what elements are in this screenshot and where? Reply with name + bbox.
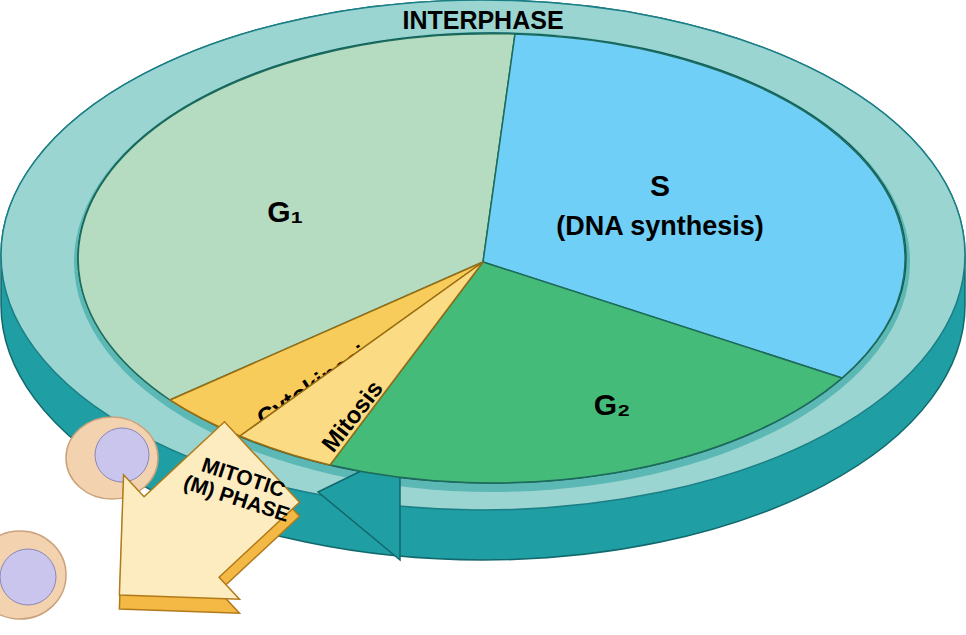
g2-sector: G₂ (330, 260, 845, 470)
g2-sector-shape (330, 260, 845, 470)
cell-body (0, 531, 66, 619)
mitotic-phase-arrow: MITOTIC (M) PHASE (100, 410, 320, 625)
cell-body (66, 417, 158, 499)
phase-label: (DNA synthesis) (556, 212, 764, 240)
phase-label: G₂ (594, 389, 631, 421)
cell-nucleus (95, 428, 149, 482)
mitosis-wedge-shape (235, 255, 485, 470)
cell-nucleus (0, 549, 56, 605)
phase-label: S (650, 170, 670, 202)
phase-label: INTERPHASE (402, 7, 563, 33)
phase-label: G₁ (267, 196, 303, 228)
mitosis-wedge: Mitosis (235, 255, 485, 470)
